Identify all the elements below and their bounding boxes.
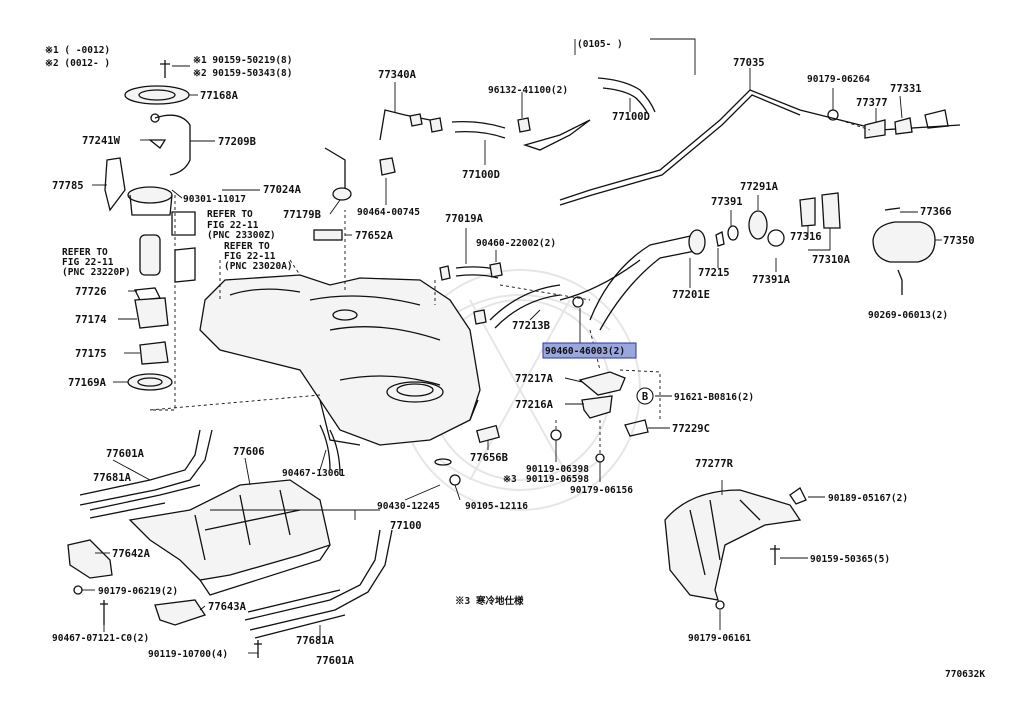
part-labels: ※1 ( -0012) ※2 (0012- ) (0105- ) ※3 寒冷地仕…	[45, 39, 985, 680]
label-77100D-lower: 77100D	[462, 169, 500, 181]
label-77310A: 77310A	[812, 254, 851, 266]
label-77169A: 77169A	[68, 377, 107, 389]
label-77175: 77175	[75, 348, 107, 360]
label-77100D-upper: 77100D	[612, 111, 650, 123]
label-90467-13061: 90467-13061	[282, 468, 345, 479]
footnote-3: ※3 寒冷地仕様	[455, 595, 524, 607]
label-90464-00745: 90464-00745	[357, 207, 420, 218]
tank-bands	[79, 429, 393, 639]
footnote-range: (0105- )	[577, 39, 623, 50]
label-77100: 77100	[390, 520, 422, 532]
label-refer3c: (PNC 23020A)	[224, 261, 293, 272]
figure-id: 770632K	[945, 669, 985, 680]
label-note3-marker: ※3	[503, 474, 517, 485]
leader-lines	[82, 38, 942, 654]
label-refer2b: FIG 22-11	[62, 257, 114, 268]
label-77366: 77366	[920, 206, 952, 218]
label-90119-10700: 90119-10700(4)	[148, 649, 228, 660]
canister-parts	[715, 109, 949, 295]
label-77217A: 77217A	[515, 373, 554, 385]
label-77277R: 77277R	[695, 458, 734, 470]
label-90189-05167: 90189-05167(2)	[828, 493, 908, 504]
label-77216A: 77216A	[515, 399, 554, 411]
label-90179-06264: 90179-06264	[807, 74, 870, 85]
footnote-2: ※2 (0012- )	[45, 58, 110, 69]
label-77391A: 77391A	[752, 274, 791, 286]
label-77606: 77606	[233, 446, 265, 458]
label-77168A: 77168A	[200, 90, 239, 102]
label-77209B: 77209B	[218, 136, 256, 148]
pump-assembly	[104, 60, 196, 391]
highlight-90460-46003	[542, 342, 637, 359]
marker-b: B	[636, 387, 654, 405]
label-90430-12245: 90430-12245	[377, 501, 440, 512]
label-refer1c: (PNC 23300Z)	[207, 230, 276, 241]
label-90119-06598: 90119-06598	[526, 474, 589, 485]
label-90460-22002: 90460-22002(2)	[476, 238, 556, 249]
label-77019A: 77019A	[445, 213, 484, 225]
label-77601A-upper: 77601A	[106, 448, 145, 460]
label-77643A: 77643A	[208, 601, 247, 613]
label-77316: 77316	[790, 231, 822, 243]
label-90159-50343: ※2 90159-50343(8)	[193, 68, 292, 79]
label-77681A-upper: 77681A	[93, 472, 132, 484]
label-90179-06161: 90179-06161	[688, 633, 751, 644]
label-77377: 77377	[856, 97, 888, 109]
label-90179-06156: 90179-06156	[570, 485, 633, 496]
label-77201E: 77201E	[672, 289, 710, 301]
label-refer1a: REFER TO	[207, 209, 253, 220]
label-77642A: 77642A	[112, 548, 151, 560]
label-77213B: 77213B	[512, 320, 550, 332]
label-77331: 77331	[890, 83, 922, 95]
fuel-tank-77100	[199, 274, 481, 446]
fender-liner-77277R	[664, 487, 807, 610]
label-90159-50365: 90159-50365(5)	[810, 554, 890, 565]
label-77035: 77035	[733, 57, 765, 69]
hoses	[319, 77, 656, 476]
filler-bracket	[475, 371, 649, 463]
label-refer3a: REFER TO	[224, 241, 270, 252]
label-90467-07121: 90467-07121-C0(2)	[52, 633, 149, 644]
svg-text:B: B	[642, 391, 648, 403]
label-90119-06398: 90119-06398	[526, 464, 589, 475]
filler-pipe-77201E	[559, 229, 706, 331]
label-90179-06219: 90179-06219(2)	[98, 586, 178, 597]
brackets	[67, 539, 262, 658]
label-77174: 77174	[75, 314, 107, 326]
label-77229C: 77229C	[672, 423, 710, 435]
label-refer1b: FIG 22-11	[207, 220, 259, 231]
label-refer3b: FIG 22-11	[224, 251, 276, 262]
label-90105-12116: 90105-12116	[465, 501, 528, 512]
label-90301-11017: 90301-11017	[183, 194, 246, 205]
label-91621-B0816: 91621-B0816(2)	[674, 392, 754, 403]
label-77350: 77350	[943, 235, 975, 247]
label-77340A: 77340A	[378, 69, 417, 81]
label-90269-06013: 90269-06013(2)	[868, 310, 948, 321]
label-90159-50219: ※1 90159-50219(8)	[193, 55, 292, 66]
label-77726: 77726	[75, 286, 107, 298]
footnote-1: ※1 ( -0012)	[45, 45, 110, 56]
label-77681A-lower: 77681A	[296, 635, 335, 647]
small-parts	[313, 113, 584, 486]
label-77656B: 77656B	[470, 452, 508, 464]
label-77785: 77785	[52, 180, 84, 192]
label-77652A: 77652A	[355, 230, 394, 242]
label-77391: 77391	[711, 196, 743, 208]
label-77215: 77215	[698, 267, 730, 279]
label-refer2a: REFER TO	[62, 247, 108, 258]
label-77179B: 77179B	[283, 209, 321, 221]
label-96132-41100: 96132-41100(2)	[488, 85, 568, 96]
label-77241W: 77241W	[82, 135, 121, 147]
label-77024A: 77024A	[263, 184, 302, 196]
tank-protector-77606	[128, 479, 331, 596]
label-90460-46003: 90460-46003(2)	[545, 346, 625, 357]
label-77601A-lower: 77601A	[316, 655, 355, 667]
label-refer2c: (PNC 23220P)	[62, 267, 131, 278]
label-77291A: 77291A	[740, 181, 779, 193]
